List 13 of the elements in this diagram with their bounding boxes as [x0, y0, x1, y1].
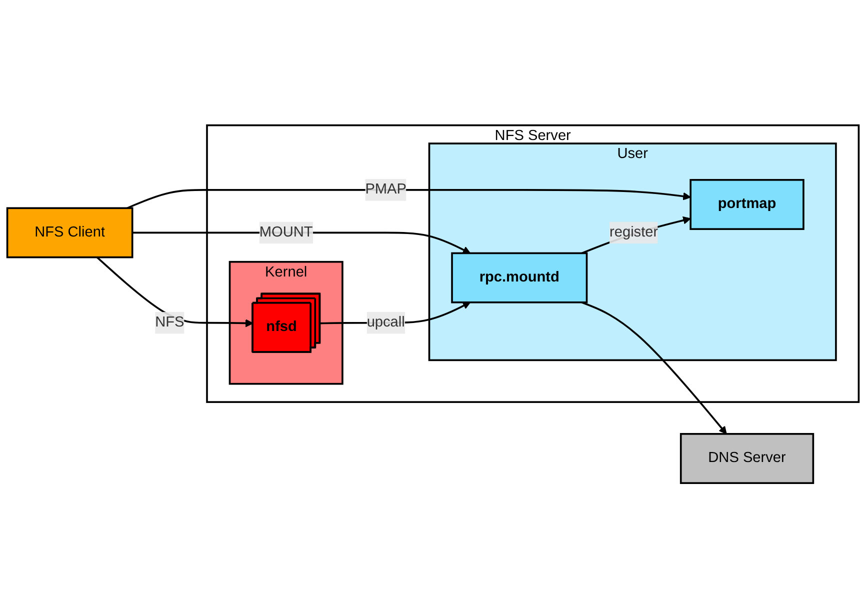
arrow: [96, 256, 254, 328]
arrow: [581, 302, 727, 435]
node-box: NFS Client: [6, 208, 134, 259]
node-box: rpc.mountd: [451, 252, 588, 304]
edge-label: NFS: [155, 314, 184, 330]
node-box: DNS Server: [680, 433, 814, 484]
node-box: portmap: [690, 179, 804, 230]
arrow: [126, 189, 691, 210]
arrow: [581, 216, 691, 254]
edge-label: PMAP: [365, 182, 406, 198]
edge-label: register: [610, 224, 658, 240]
edge-label: MOUNT: [259, 224, 313, 240]
edge-label: upcall: [366, 314, 405, 330]
